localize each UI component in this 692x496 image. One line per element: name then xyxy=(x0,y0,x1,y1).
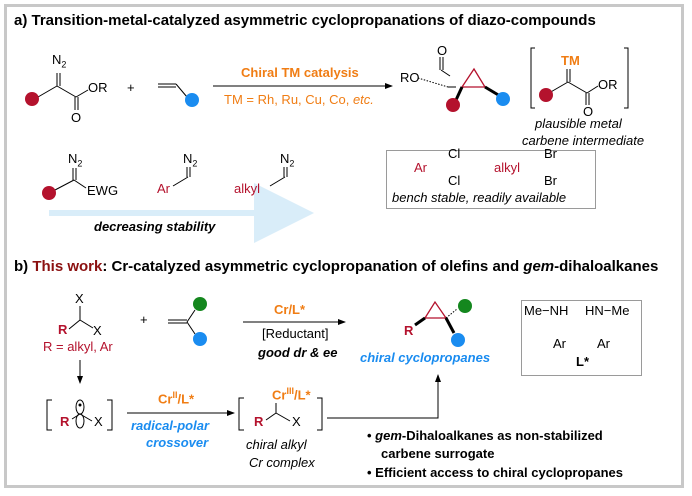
diazo-n2-label: N2 xyxy=(52,52,67,70)
crii-label: CrII/L* xyxy=(158,390,195,407)
diazo-ester-structure xyxy=(37,73,89,110)
product-o-label: O xyxy=(437,43,448,58)
tm-list-etc: etc. xyxy=(352,92,374,107)
section-a-header: a) Transition-metal-catalyzed asymmetric… xyxy=(14,12,596,29)
radical-intermediate xyxy=(46,399,113,431)
intermediate-tm-label: TM xyxy=(561,53,580,68)
cyclopropane-product-b xyxy=(414,300,458,334)
bench-stable-box xyxy=(386,150,596,209)
dr-ee-label: good dr & ee xyxy=(258,345,338,360)
figure-frame xyxy=(4,4,684,488)
box-cl1-label: Cl xyxy=(448,146,461,161)
box-br2-label: Br xyxy=(544,173,557,188)
header-prefix: b) xyxy=(14,258,33,275)
product-ro-label: RO xyxy=(400,70,420,85)
blue-substituent-dot xyxy=(496,92,510,106)
bullet-1: • gem-Dihaloalkanes as non-stabilized xyxy=(367,428,603,443)
stability-caption: decreasing stability xyxy=(94,219,216,234)
box-cl2-label: Cl xyxy=(448,173,461,188)
stability-series-bonds xyxy=(54,167,288,191)
complex-x: X xyxy=(292,414,301,429)
header-this-work: This work xyxy=(32,258,103,275)
red-substituent-dot xyxy=(446,98,460,112)
ligand-hn-me: HN−Me xyxy=(585,303,630,318)
intermediate-brackets xyxy=(530,47,629,109)
connector-arrow xyxy=(327,374,441,419)
reactant-x2: X xyxy=(93,323,102,338)
ligand-ar1: Ar xyxy=(553,336,566,351)
bullet-1-cont: carbene surrogate xyxy=(381,446,495,461)
ewg-label: EWG xyxy=(87,183,119,198)
box-caption: bench stable, readily available xyxy=(392,190,567,205)
catalysis-label: Chiral TM catalysis xyxy=(241,65,359,80)
tm-list-text: TM = Rh, Ru, Cu, Co, xyxy=(224,92,353,107)
box-alkyl-label: alkyl xyxy=(494,160,521,175)
bullet-2: • Efficient access to chiral cyclopropan… xyxy=(367,465,623,480)
plus-sign-b: + xyxy=(140,312,148,327)
bullet-1-gem: gem xyxy=(375,428,402,443)
bullet-2-text: Efficient access to chiral cyclopropanes xyxy=(375,465,623,480)
ligand-name: L* xyxy=(576,354,589,369)
radical-r: R xyxy=(60,414,70,429)
stability-n2-ewg: N2 xyxy=(68,151,83,169)
blue-substituent-dot xyxy=(451,333,465,347)
cyclopropane-product-a xyxy=(417,57,501,101)
ligand-me-nh: Me−NH xyxy=(524,303,569,318)
plus-sign: + xyxy=(127,80,135,95)
complex-r: R xyxy=(254,414,264,429)
red-substituent-dot xyxy=(539,88,553,102)
product-caption: chiral cyclopropanes xyxy=(360,350,491,365)
alkene-structure xyxy=(158,83,188,98)
section-b-header: b) This work: Cr-catalyzed asymmetric cy… xyxy=(14,258,658,275)
disubstituted-olefin-bonds xyxy=(168,309,196,335)
stability-n2-ar: N2 xyxy=(183,151,198,169)
gem-dihalide-bonds xyxy=(68,306,94,330)
cr-l-label: Cr/L* xyxy=(274,302,306,317)
intermediate-or-label: OR xyxy=(598,77,618,92)
ar-label: Ar xyxy=(157,181,170,196)
complex-caption-2: Cr complex xyxy=(249,455,315,470)
intermediate-caption-2: carbene intermediate xyxy=(522,133,645,148)
header-gem: gem xyxy=(523,258,555,275)
diazo-or-label: OR xyxy=(88,80,108,95)
red-substituent-dot xyxy=(42,186,56,200)
box-br1-label: Br xyxy=(544,146,557,161)
reactant-r: R xyxy=(58,322,68,337)
crossover-label: crossover xyxy=(146,435,209,450)
header-mid: : Cr-catalyzed asymmetric cyclopropanati… xyxy=(102,258,524,275)
radical-polar-label: radical-polar xyxy=(131,418,210,433)
ligand-ar2: Ar xyxy=(597,336,610,351)
header-suffix: -dihaloalkanes xyxy=(554,258,659,275)
red-substituent-dot xyxy=(25,92,39,106)
reactant-x1: X xyxy=(75,291,84,306)
cr-complex-brackets xyxy=(238,397,323,431)
blue-substituent-dot xyxy=(185,93,199,107)
green-substituent-dot xyxy=(193,297,207,311)
tm-list-label: TM = Rh, Ru, Cu, Co, etc. xyxy=(224,92,374,107)
blue-substituent-dot xyxy=(193,332,207,346)
complex-caption-1: chiral alkyl xyxy=(246,437,307,452)
green-substituent-dot xyxy=(458,299,472,313)
criii-label: CrIII/L* xyxy=(272,386,311,403)
bullet-1-text: -Dihaloalkanes as non-stabilized xyxy=(401,428,603,443)
diazo-o-label: O xyxy=(71,110,82,125)
box-ar-label: Ar xyxy=(414,160,427,175)
radical-x: X xyxy=(94,414,103,429)
stability-n2-alkyl: N2 xyxy=(280,151,295,169)
product-r-label: R xyxy=(404,323,414,338)
r-definition: R = alkyl, Ar xyxy=(43,339,113,354)
ligand-box xyxy=(521,300,642,376)
intermediate-o-label: O xyxy=(583,104,594,119)
reductant-label: [Reductant] xyxy=(262,326,329,341)
alkyl-label: alkyl xyxy=(234,181,261,196)
intermediate-caption-1: plausible metal xyxy=(535,116,622,131)
